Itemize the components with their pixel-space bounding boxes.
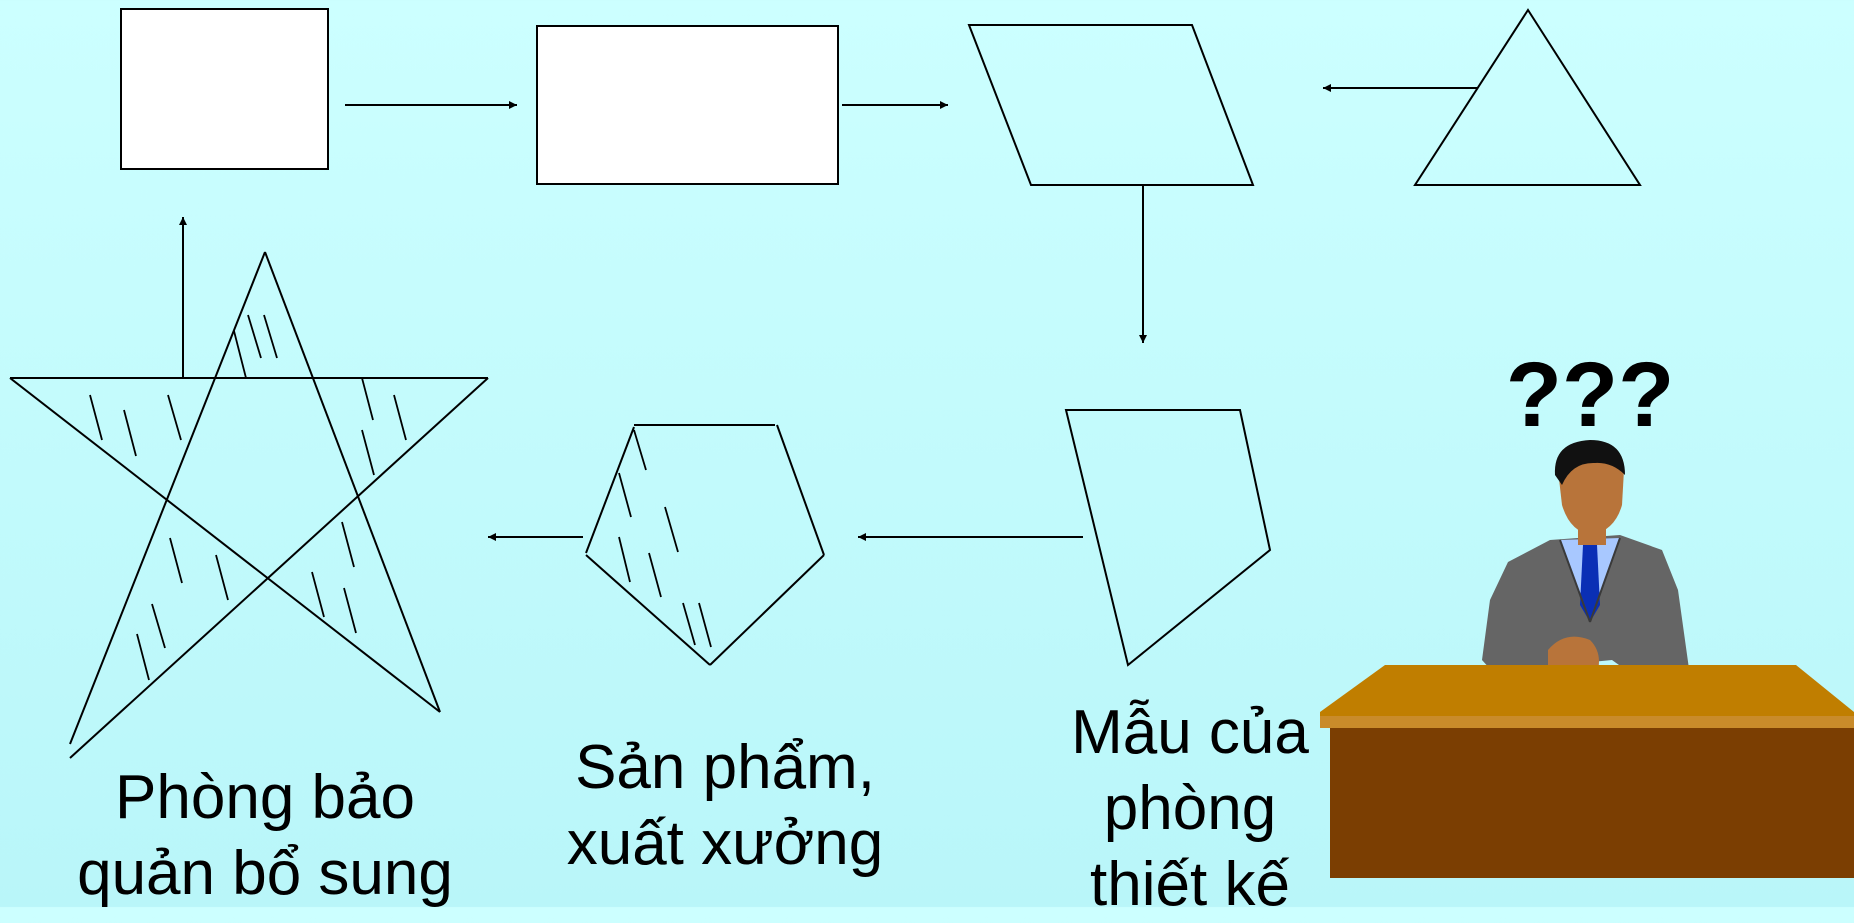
label-design-sample: Mẫu của phòng thiết kế: [1071, 698, 1309, 919]
question-marks: ???: [1505, 344, 1675, 446]
star-shape: [9, 251, 489, 759]
parallelogram-shape: [967, 24, 1255, 186]
trapezoid-shape: [1064, 409, 1272, 667]
businessman-at-desk-icon: [1320, 440, 1854, 878]
triangle-shape: [1413, 8, 1642, 186]
small-rectangle-shape: [120, 8, 329, 170]
pentagon-shape: [585, 424, 825, 666]
label-storage-room: Phòng bảo quản bổ sung: [77, 763, 453, 908]
label-product-factory: Sản phẩm, xuất xưởng: [566, 733, 884, 878]
large-rectangle-shape: [536, 25, 839, 185]
